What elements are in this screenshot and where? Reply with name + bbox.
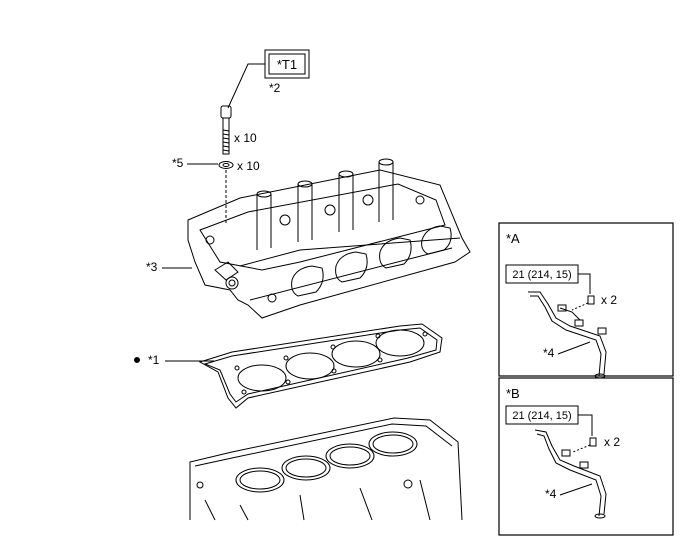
head-bolt: x 10 — [220, 105, 257, 155]
panel-a: *A 21 (214, 15) x 2 *4 — [498, 222, 674, 379]
cylinder-head-outline — [187, 169, 471, 319]
panel-b: *B 21 (214, 15) x 2 *4 — [498, 377, 674, 536]
label-part-3: *3 — [146, 260, 158, 274]
bolt-head-icon — [220, 105, 232, 119]
label-part-2: *2 — [269, 81, 281, 95]
tool-leader-line — [227, 63, 265, 109]
gasket-bore-2 — [285, 352, 335, 380]
bolt-quantity: x 10 — [234, 131, 257, 145]
bolt-quantity-a: x 2 — [601, 293, 617, 307]
torque-spec-value: 21 (214, 15) — [512, 410, 571, 422]
label-part-4-a: *4 — [543, 346, 555, 360]
label-part-1: *1 — [148, 353, 160, 367]
head-gasket: *1 — [134, 323, 443, 409]
tool-label-t1: *T1 — [277, 57, 297, 72]
tool-box-inner — [268, 53, 306, 75]
washer-quantity: x 10 — [237, 159, 260, 173]
gasket-bore-4 — [375, 329, 425, 357]
panel-b-frame — [498, 377, 674, 536]
tool-callout-t1: *T1 *2 — [227, 49, 310, 109]
torque-spec-value: 21 (214, 15) — [512, 269, 571, 281]
gasket-bore-1 — [237, 364, 287, 392]
bolt-icon — [587, 295, 595, 305]
label-part-5: *5 — [172, 156, 184, 170]
bolt-quantity-b: x 2 — [604, 435, 620, 449]
camshaft-tubes — [256, 158, 394, 250]
washer-icon — [218, 161, 234, 169]
non-reusable-marker — [134, 357, 140, 363]
cylinder-head: *3 — [146, 158, 471, 319]
panel-b-title: *B — [506, 386, 520, 401]
panel-a-title: *A — [506, 231, 520, 246]
engine-block-outline — [189, 417, 463, 521]
engine-block — [189, 417, 463, 521]
pipe-assembly-a — [528, 291, 607, 379]
pipe-assembly-b — [534, 429, 607, 519]
bolt-icon — [589, 437, 597, 447]
panel-a-frame — [498, 222, 674, 377]
washer: x 10 *5 — [172, 156, 260, 225]
gasket-bore-3 — [331, 340, 381, 368]
label-part-4-b: *4 — [545, 487, 557, 501]
bolt-shank — [222, 117, 230, 155]
gasket-outline — [198, 323, 443, 409]
